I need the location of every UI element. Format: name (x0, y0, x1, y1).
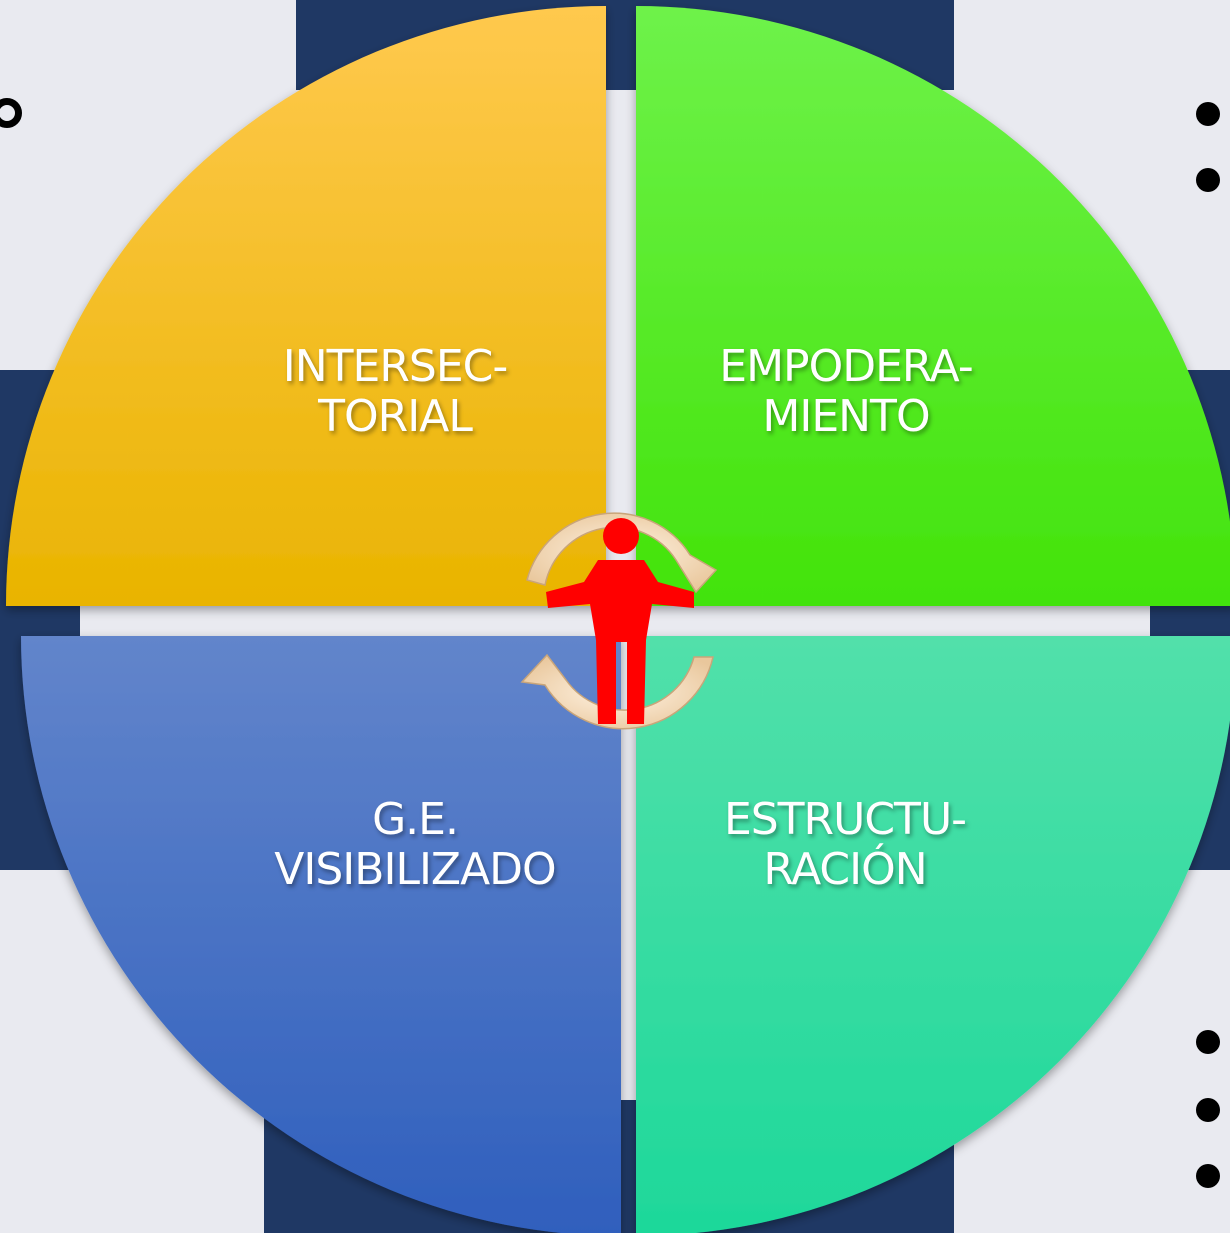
cycle-arrows-icon (520, 512, 718, 730)
quadrant-label-estructuracion: ESTRUCTU- RACIÓN (690, 795, 1000, 895)
quadrant-empoderamiento (636, 6, 1230, 606)
quadrant-label-intersectorial: INTERSEC- TORIAL (240, 342, 550, 442)
label-line: INTERSEC- TORIAL (282, 341, 508, 442)
bullet-icon (1196, 168, 1220, 192)
person-icon (546, 518, 694, 724)
bullet-ring-icon (0, 98, 22, 128)
quadrant-label-empoderamiento: EMPODERA- MIENTO (686, 342, 1006, 442)
label-line: G.E. VISIBILIZADO (274, 794, 556, 895)
quadrant-intersectorial (6, 6, 606, 606)
bullet-icon (1196, 1164, 1220, 1188)
quadrant-estructuracion (636, 636, 1230, 1233)
quadrant-label-visibilizado: G.E. VISIBILIZADO (210, 795, 620, 895)
bullet-icon (1196, 1098, 1220, 1122)
bullet-icon (1196, 102, 1220, 126)
label-line: ESTRUCTU- RACIÓN (723, 794, 967, 895)
quadrant-visibilizado (21, 636, 621, 1233)
label-line: EMPODERA- MIENTO (719, 341, 973, 442)
bullet-icon (1196, 1030, 1220, 1054)
